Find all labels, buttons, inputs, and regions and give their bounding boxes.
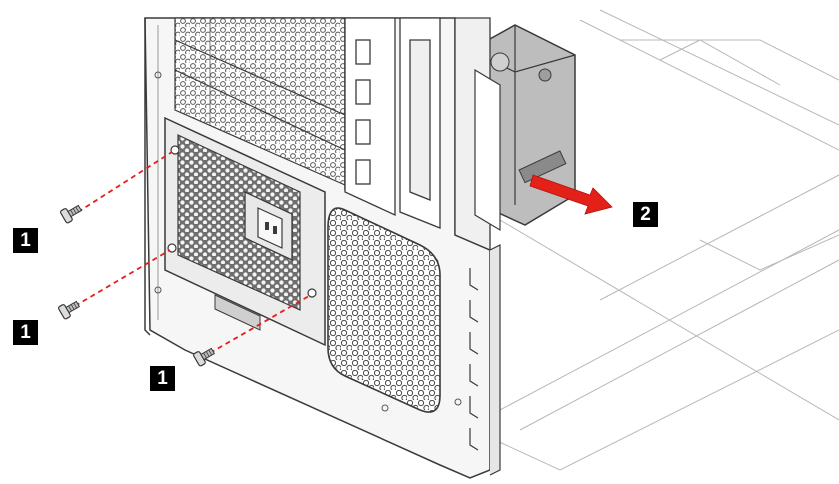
slide-direction-arrow — [529, 174, 613, 215]
screw-path-top — [77, 151, 173, 213]
screw-middle — [58, 300, 81, 320]
callout-1-middle: 1 — [13, 320, 38, 345]
rear-fan-grille — [327, 207, 441, 413]
callout-1-top: 1 — [13, 228, 38, 253]
card-retention-bracket — [344, 17, 441, 229]
callout-1-bottom: 1 — [150, 366, 175, 391]
callout-2: 2 — [633, 202, 658, 227]
power-socket — [244, 190, 293, 262]
chassis-interior — [494, 9, 839, 471]
chassis-side-column — [454, 17, 501, 476]
screw-bottom — [193, 347, 216, 367]
screw-top — [60, 204, 83, 224]
screw-path-bottom — [209, 295, 310, 354]
screw-path-middle — [74, 249, 171, 307]
screw-guide-lines — [74, 151, 310, 354]
psu-mount-area — [164, 116, 326, 347]
